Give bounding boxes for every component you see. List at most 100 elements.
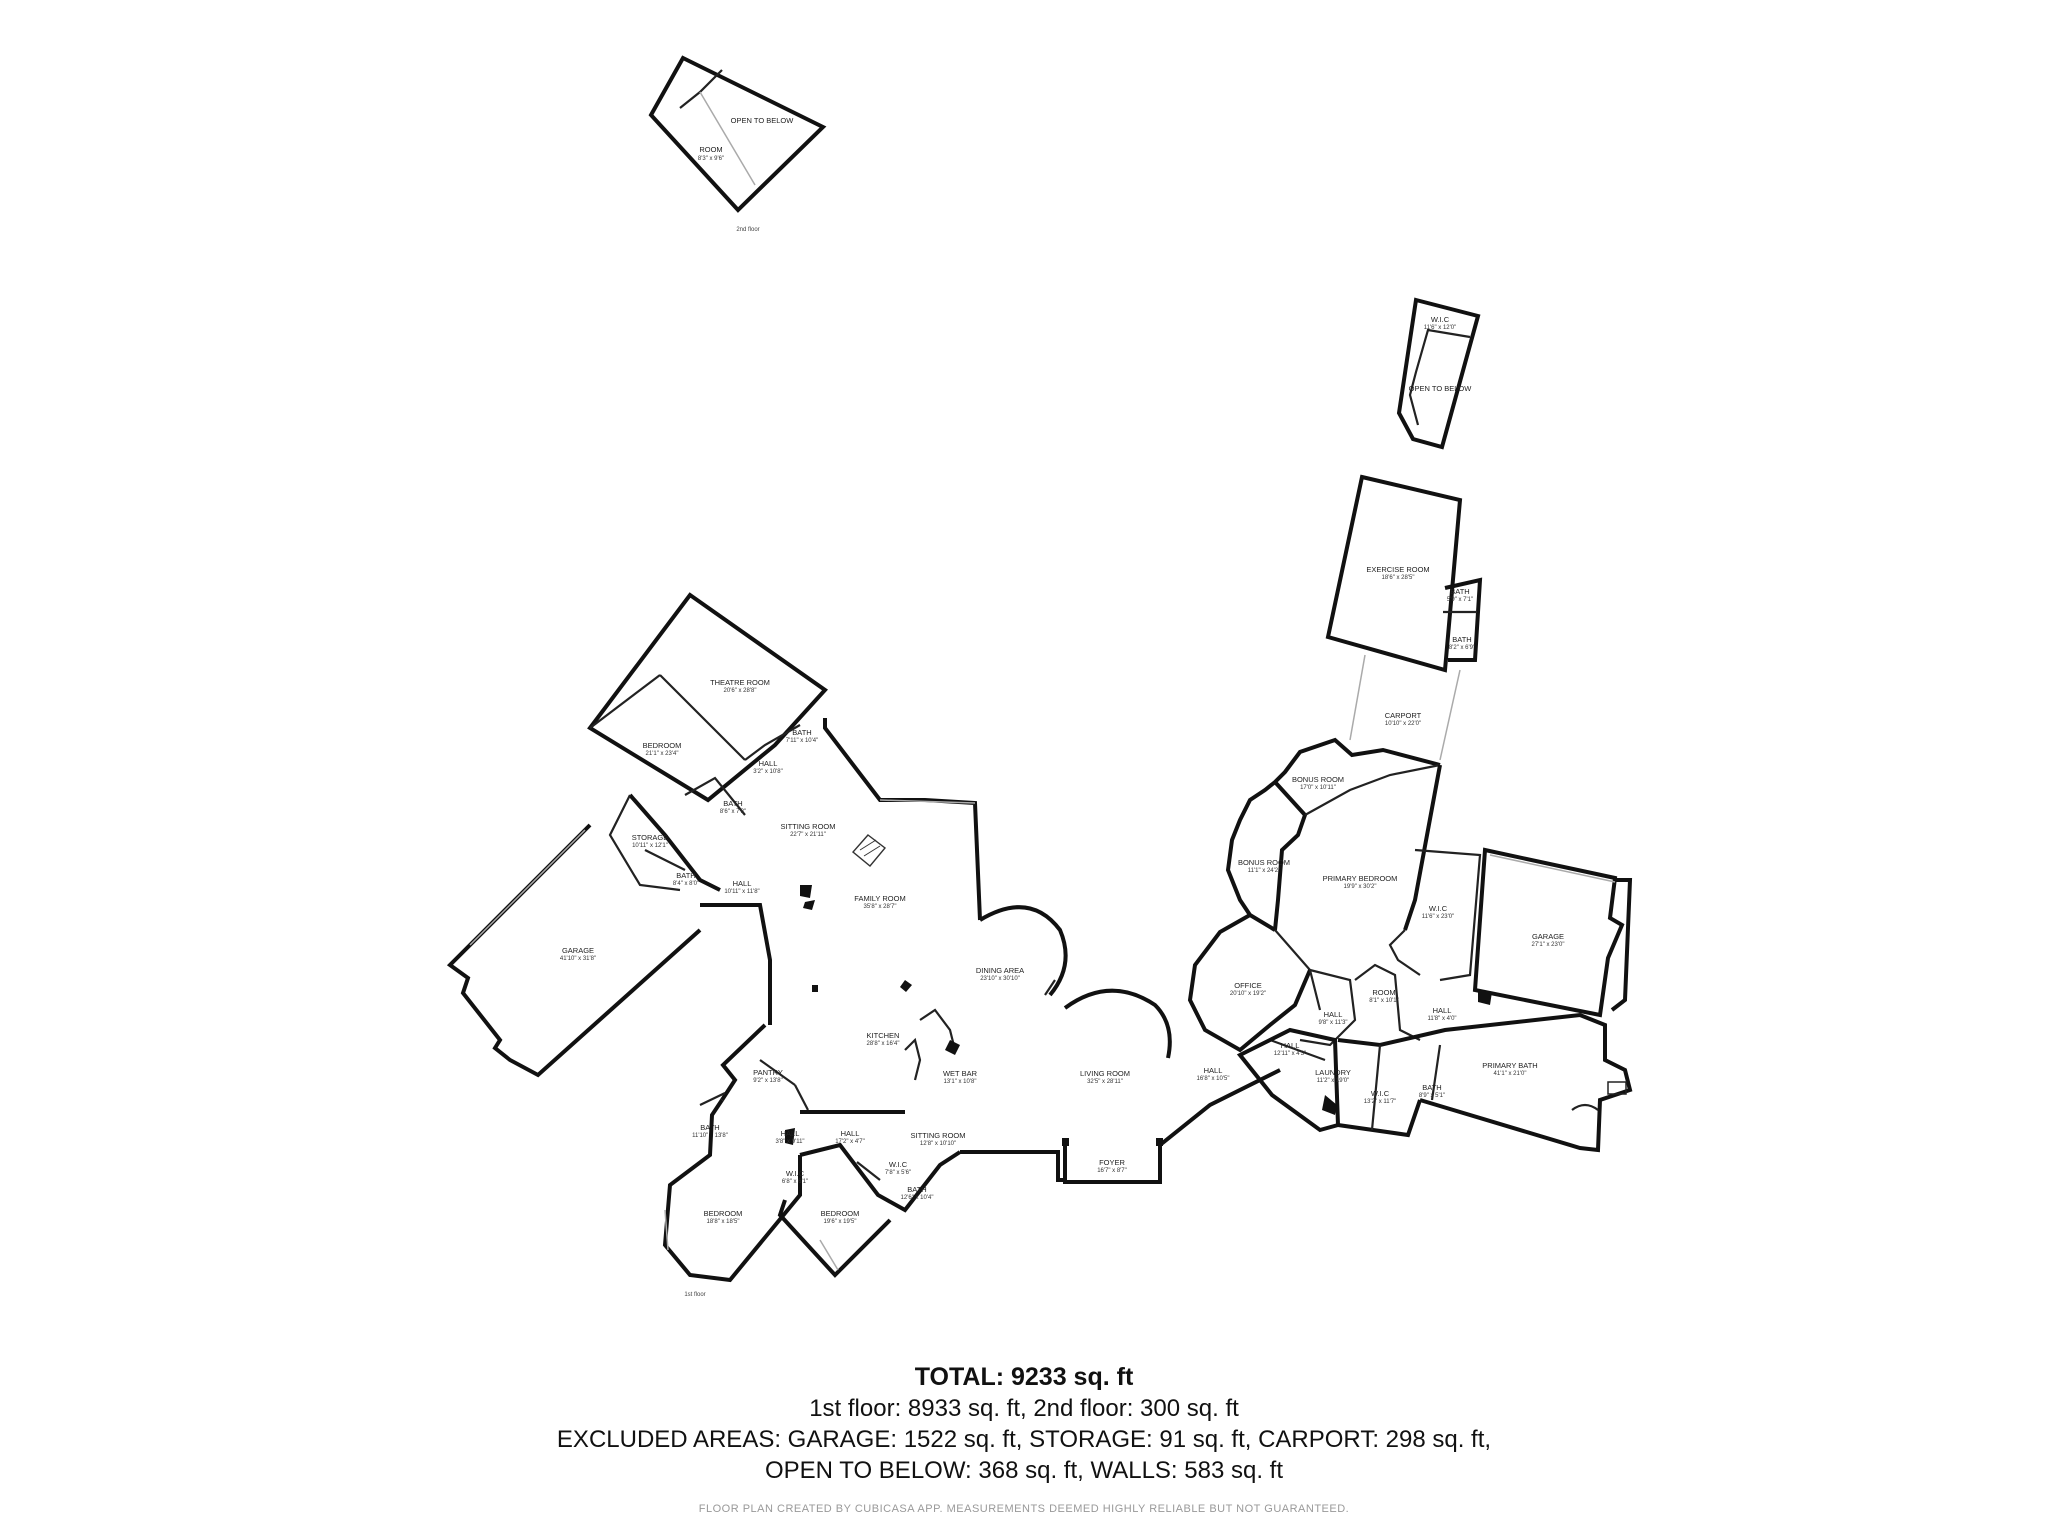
room-dims: 10'11" x 12'1" (632, 843, 668, 849)
room-label: FOYER (1099, 1158, 1125, 1167)
room-label: BATH (792, 728, 811, 737)
room-label: CARPORT (1385, 711, 1422, 720)
floor-label-1st: 1st floor (684, 1292, 705, 1298)
room-dims: 3'2" x 10'8" (753, 769, 783, 775)
room-dims: 8'9" x 5'1" (1419, 1093, 1445, 1099)
first-floor-central: SITTING ROOM 22'7" x 21'11" FAMILY ROOM … (662, 718, 1281, 1298)
room-dims: 6'8" x 6'1" (782, 1179, 808, 1185)
room-label: BATH (1452, 635, 1471, 644)
room-label: HALL (1204, 1066, 1223, 1075)
room-dims: 41'10" x 31'8" (560, 956, 596, 962)
room-label: BATH (1422, 1083, 1441, 1092)
room-dims: 11'1" x 24'2" (1248, 868, 1280, 874)
room-label: WET BAR (943, 1069, 978, 1078)
room-label: GARAGE (1532, 932, 1564, 941)
room-label: ROOM (1372, 988, 1395, 997)
credit-note: FLOOR PLAN CREATED BY CUBICASA APP. MEAS… (698, 1503, 1350, 1515)
room-label: EXERCISE ROOM (1366, 565, 1429, 574)
room-dims: 9'2" x 13'8" (753, 1078, 783, 1084)
room-label: OPEN TO BELOW (731, 116, 795, 125)
room-label: HALL (733, 879, 752, 888)
room-dims: 17'0" x 10'11" (1300, 785, 1336, 791)
room-label: PANTRY (753, 1068, 783, 1077)
room-label: FAMILY ROOM (854, 894, 905, 903)
room-label: BATH (1450, 587, 1469, 596)
room-label: SITTING ROOM (911, 1131, 966, 1140)
room-dims: 8'6" x 7'8" (720, 809, 746, 815)
room-label: KITCHEN (867, 1031, 900, 1040)
room-dims: 9'8" x 11'3" (1318, 1020, 1347, 1026)
room-label: GARAGE (562, 946, 594, 955)
room-dims: 27'1" x 23'0" (1532, 942, 1565, 948)
room-label: BONUS ROOM (1238, 858, 1290, 867)
room-dims: 12'11" x 4'3" (1274, 1051, 1306, 1057)
fireplace-icon (851, 834, 887, 867)
room-label: HALL (1281, 1041, 1300, 1050)
room-dims: 28'8" x 16'4" (867, 1041, 900, 1047)
room-label: HALL (1324, 1010, 1343, 1019)
room-dims: 21'1" x 23'4" (646, 751, 679, 757)
room-label: HALL (841, 1129, 860, 1138)
room-dims: 19'6" x 19'5" (824, 1219, 857, 1225)
room-dims: 7'8" x 5'6" (885, 1170, 911, 1176)
room-dims: 13'1" x 10'8" (944, 1079, 977, 1085)
excluded-areas-continued: OPEN TO BELOW: 368 sq. ft, WALLS: 583 sq… (764, 1457, 1283, 1484)
room-label: W.I.C (1429, 904, 1448, 913)
room-dims: 11'8" x 4'0" (1427, 1016, 1456, 1022)
room-dims: 10'11" x 11'8" (724, 889, 759, 895)
room-dims: 5'9" x 7'1" (1447, 597, 1473, 603)
room-dims: 7'11" x 10'4" (786, 738, 818, 744)
room-dims: 11'6" x 23'0" (1422, 914, 1454, 920)
room-dims: 35'8" x 28'7" (864, 904, 897, 910)
room-dims: 8'4" x 8'0" (673, 881, 699, 887)
room-dims: 16'7" x 8'7" (1097, 1168, 1127, 1174)
room-dims: 8'1" x 10'1" (1369, 998, 1399, 1004)
floor-areas: 1st floor: 8933 sq. ft, 2nd floor: 300 s… (809, 1395, 1239, 1422)
room-label: DINING AREA (976, 966, 1024, 975)
floor-label-2nd: 2nd floor (736, 227, 759, 233)
room-label: BEDROOM (821, 1209, 860, 1218)
second-floor-right-plan: W.I.C 11'6" x 12'0" OPEN TO BELOW (1396, 297, 1481, 450)
room-dims: 32'5" x 28'11" (1087, 1079, 1123, 1085)
room-dims: 18'8" x 18'5" (707, 1219, 740, 1225)
first-floor-west-wing: THEATRE ROOM 20'6" x 28'8" BEDROOM 21'1"… (446, 592, 829, 1078)
room-label: PRIMARY BEDROOM (1323, 874, 1398, 883)
room-label: LIVING ROOM (1080, 1069, 1130, 1078)
room-label: W.I.C (786, 1169, 805, 1178)
room-dims: 17'2" x 4'7" (835, 1139, 865, 1145)
second-floor-left-plan: ROOM 8'3" x 9'6" OPEN TO BELOW 2nd floor (648, 55, 827, 233)
room-label: ROOM (699, 145, 722, 154)
room-label: OPEN TO BELOW (1409, 384, 1473, 393)
room-label: HALL (759, 759, 778, 768)
room-label: BATH (676, 871, 695, 880)
room-label: W.I.C (1431, 315, 1450, 324)
room-label: OFFICE (1234, 981, 1262, 990)
room-dims: 13'2" x 11'7" (1364, 1099, 1396, 1105)
room-dims: 23'10" x 30'10" (980, 976, 1020, 982)
room-dims: 22'7" x 21'11" (790, 832, 826, 838)
room-label: BATH (907, 1185, 926, 1194)
room-label: STORAGE (632, 833, 669, 842)
room-label: THEATRE ROOM (710, 678, 770, 687)
first-floor-east-wing: EXERCISE ROOM 18'6" x 28'5" BATH 5'9" x … (1187, 474, 1633, 1153)
room-label: HALL (781, 1129, 800, 1138)
room-dims: 11'2" x 19'0" (1317, 1078, 1349, 1084)
room-label: BEDROOM (643, 741, 682, 750)
room-label: BONUS ROOM (1292, 775, 1344, 784)
excluded-areas: EXCLUDED AREAS: GARAGE: 1522 sq. ft, STO… (556, 1426, 1492, 1453)
room-label: BEDROOM (704, 1209, 743, 1218)
room-dims: 8'3" x 9'6" (698, 156, 724, 162)
room-dims: 41'1" x 21'0" (1494, 1071, 1527, 1077)
room-dims: 12'8" x 10'10" (920, 1141, 956, 1147)
room-dims: 10'10" x 22'0" (1385, 721, 1421, 727)
room-dims: 20'6" x 28'8" (724, 688, 757, 694)
room-label: BATH (723, 799, 742, 808)
room-dims: 8'2" x 6'9" (1449, 645, 1475, 651)
room-dims: 16'8" x 10'5" (1197, 1076, 1230, 1082)
room-label: PRIMARY BATH (1482, 1061, 1537, 1070)
room-label: SITTING ROOM (781, 822, 836, 831)
room-dims: 20'10" x 19'2" (1230, 991, 1266, 997)
room-dims: 3'8" x 9'11" (775, 1139, 804, 1145)
room-label: W.I.C (889, 1160, 908, 1169)
